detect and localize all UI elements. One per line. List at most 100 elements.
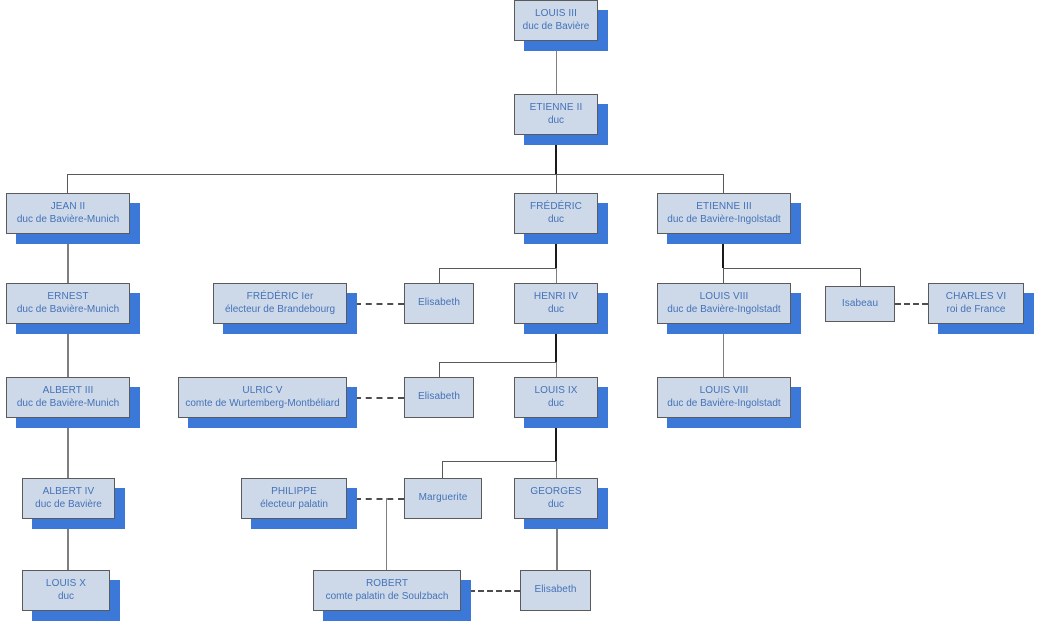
node-albert3-name: ALBERT III: [42, 384, 94, 396]
node-philippe[interactable]: PHILIPPE électeur palatin: [241, 478, 347, 519]
node-albert4[interactable]: ALBERT IV duc de Bavière: [22, 478, 115, 519]
drop-to-frederic: [556, 174, 557, 193]
node-louis8b-name: LOUIS VIII: [699, 384, 749, 396]
branch-bus-etienne3: [723, 268, 861, 269]
node-henri4-title: duc: [547, 303, 565, 315]
drop-to-georges: [556, 461, 557, 478]
node-ernest[interactable]: ERNEST duc de Bavière-Munich: [6, 283, 130, 324]
node-ernest-title: duc de Bavière-Munich: [16, 303, 120, 315]
node-marguerite[interactable]: Marguerite: [404, 478, 482, 519]
connector-ernest-albert3: [67, 324, 69, 377]
node-frederic[interactable]: FRÉDÉRIC duc: [514, 193, 598, 234]
node-frederic1er-name: FRÉDÉRIC Ier: [246, 290, 314, 302]
node-elisabeth1-name: Elisabeth: [417, 297, 461, 309]
node-charles6-name: CHARLES VI: [945, 290, 1007, 302]
drop-to-isabeau: [860, 268, 861, 286]
node-etienne2[interactable]: ETIENNE II duc: [514, 94, 598, 135]
drop-to-elisabeth1: [439, 268, 440, 283]
marriage-frederic1er-elisabeth1: [355, 303, 404, 305]
node-louis3[interactable]: LOUIS III duc de Bavière: [514, 0, 598, 41]
node-georges-title: duc: [547, 498, 565, 510]
marriage-isabeau-charles6: [895, 303, 928, 305]
connector-frederic-down: [555, 234, 557, 268]
node-louis9-title: duc: [547, 397, 565, 409]
node-frederic1er-title: électeur de Brandebourg: [224, 303, 336, 315]
node-elisabeth3-name: Elisabeth: [534, 584, 577, 596]
connector-henri4-down: [555, 324, 557, 362]
node-louis8a-title: duc de Bavière-Ingolstadt: [667, 303, 781, 315]
node-elisabeth1[interactable]: Elisabeth: [404, 283, 474, 324]
node-frederic1er[interactable]: FRÉDÉRIC Ier électeur de Brandebourg: [213, 283, 347, 324]
connector-louis9-down: [555, 418, 557, 461]
connector-louis3-etienne2: [556, 41, 557, 94]
marriage-ulric5-elisabeth2: [355, 397, 404, 399]
node-jean2-title: duc de Bavière-Munich: [16, 213, 120, 225]
node-etienne3-name: ETIENNE III: [696, 200, 752, 212]
node-elisabeth2-name: Elisabeth: [417, 391, 461, 403]
connector-georges-elisabeth3: [556, 519, 558, 570]
node-georges-name: GEORGES: [530, 485, 582, 497]
node-henri4-name: HENRI IV: [533, 290, 579, 302]
node-etienne3[interactable]: ETIENNE III duc de Bavière-Ingolstadt: [657, 193, 791, 234]
marriage-robert-elisabeth3: [469, 590, 520, 592]
node-etienne3-title: duc de Bavière-Ingolstadt: [667, 213, 781, 225]
connector-etienne3-down: [722, 234, 724, 268]
node-georges[interactable]: GEORGES duc: [514, 478, 598, 519]
node-frederic-name: FRÉDÉRIC: [530, 200, 582, 212]
node-louis10-title: duc: [57, 590, 75, 602]
node-jean2[interactable]: JEAN II duc de Bavière-Munich: [6, 193, 130, 234]
node-elisabeth2[interactable]: Elisabeth: [404, 377, 474, 418]
node-robert-name: ROBERT: [365, 577, 409, 589]
node-henri4[interactable]: HENRI IV duc: [514, 283, 598, 324]
branch-bus-henri4: [439, 362, 557, 363]
node-elisabeth3[interactable]: Elisabeth: [520, 570, 591, 611]
node-albert4-name: ALBERT IV: [42, 485, 95, 497]
connector-jean2-ernest: [67, 234, 69, 283]
node-charles6-title: roi de France: [946, 303, 1006, 315]
connector-louis8a-louis8b: [723, 324, 724, 377]
node-louis8b-title: duc de Bavière-Ingolstadt: [667, 397, 781, 409]
node-ulric5-title: comte de Wurtemberg-Montbéliard: [185, 397, 340, 409]
node-ernest-name: ERNEST: [47, 290, 89, 302]
connector-etienne2-down: [555, 135, 557, 175]
node-etienne2-name: ETIENNE II: [529, 101, 583, 113]
node-louis9-name: LOUIS IX: [534, 384, 578, 396]
node-albert3[interactable]: ALBERT III duc de Bavière-Munich: [6, 377, 130, 418]
node-louis3-title: duc de Bavière: [522, 20, 590, 32]
drop-to-louis8a: [723, 268, 724, 283]
connector-marguerite-robert: [386, 498, 387, 570]
node-louis3-name: LOUIS III: [534, 7, 578, 19]
drop-to-louis9: [556, 362, 557, 377]
node-louis10-name: LOUIS X: [45, 577, 87, 589]
branch-bus-louis9: [442, 461, 557, 462]
drop-to-elisabeth2: [439, 362, 440, 377]
node-philippe-name: PHILIPPE: [271, 485, 317, 497]
drop-to-etienne3: [723, 174, 724, 193]
node-louis9[interactable]: LOUIS IX duc: [514, 377, 598, 418]
node-louis8a-name: LOUIS VIII: [699, 290, 749, 302]
node-albert4-title: duc de Bavière: [35, 498, 102, 510]
node-louis10[interactable]: LOUIS X duc: [22, 570, 110, 611]
node-charles6[interactable]: CHARLES VI roi de France: [928, 283, 1024, 324]
node-philippe-title: électeur palatin: [260, 498, 328, 510]
marriage-philippe-marguerite: [355, 498, 404, 500]
branch-bus-frederic: [439, 268, 557, 269]
node-isabeau-name: Isabeau: [841, 297, 879, 309]
node-louis8b[interactable]: LOUIS VIII duc de Bavière-Ingolstadt: [657, 377, 791, 418]
node-marguerite-name: Marguerite: [418, 492, 468, 504]
connector-albert4-louis10: [67, 519, 69, 570]
node-albert3-title: duc de Bavière-Munich: [16, 397, 120, 409]
node-isabeau[interactable]: Isabeau: [825, 286, 895, 322]
drop-to-jean2: [67, 174, 68, 193]
sibling-bus-generation3: [67, 174, 724, 175]
node-robert-title: comte palatin de Soulzbach: [325, 590, 449, 602]
node-louis8a[interactable]: LOUIS VIII duc de Bavière-Ingolstadt: [657, 283, 791, 324]
connector-albert3-albert4: [67, 418, 69, 478]
drop-to-marguerite: [442, 461, 443, 478]
node-ulric5[interactable]: ULRIC V comte de Wurtemberg-Montbéliard: [178, 377, 347, 418]
drop-to-henri4: [556, 268, 557, 283]
node-ulric5-name: ULRIC V: [242, 384, 283, 396]
node-robert[interactable]: ROBERT comte palatin de Soulzbach: [313, 570, 461, 611]
node-frederic-title: duc: [547, 213, 565, 225]
